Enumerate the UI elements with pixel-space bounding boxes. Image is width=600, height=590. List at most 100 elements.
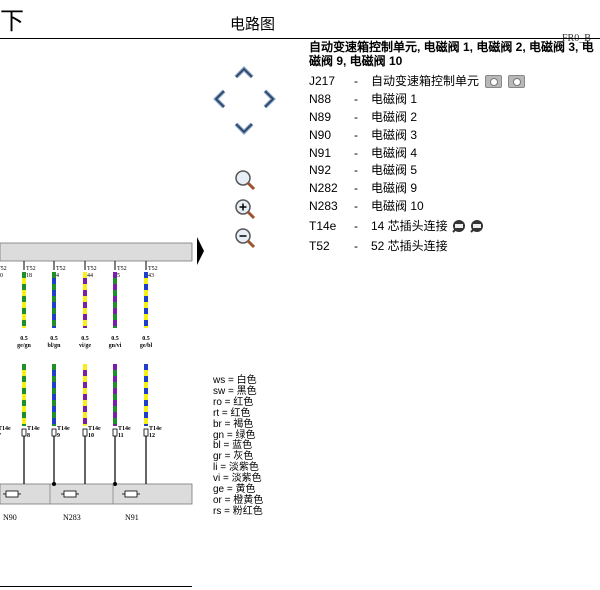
wire-size: 0.5 <box>142 336 150 342</box>
connector-pin: 8 <box>27 433 30 439</box>
connector-label: T14e7 <box>0 426 11 440</box>
wire-color-code: i <box>0 343 7 350</box>
component-description-text: 电磁阀 3 <box>371 127 418 142</box>
wire-spec-label: 0.5i <box>0 336 7 350</box>
next-page-arrow-icon[interactable] <box>197 237 205 265</box>
component-row: J217-自动变速箱控制单元 <box>309 73 600 91</box>
solenoid-bar <box>0 483 193 505</box>
component-description: 电磁阀 10 <box>371 198 424 215</box>
pin-number: 30 <box>0 273 3 279</box>
connector-box <box>21 428 27 437</box>
pin-number: 18 <box>26 273 32 279</box>
pin-connector-name: T52 <box>87 266 97 272</box>
pin-top-label: T5230 <box>0 266 7 280</box>
camera-icon[interactable] <box>485 75 503 89</box>
component-description: 电磁阀 3 <box>371 127 417 144</box>
legend-entry: ws = 白色 <box>213 375 257 386</box>
component-description-text: 电磁阀 5 <box>371 163 418 178</box>
schematic-bottom-divider <box>0 586 192 587</box>
legend-entry: li = 淡紫色 <box>213 462 259 474</box>
connector-name: T14e <box>0 426 11 432</box>
wire-color-code: ge/gn <box>17 343 31 349</box>
plug-icon[interactable] <box>451 219 466 234</box>
connector-box <box>143 428 149 437</box>
component-dash: - <box>354 218 358 233</box>
component-row: N89 -电磁阀 2 <box>309 109 600 127</box>
wire-size: 0.5 <box>0 336 7 343</box>
component-row: T14e -14 芯插头连接 <box>309 215 600 237</box>
zoom-out-icon[interactable] <box>233 226 257 250</box>
legend-entry: br = 褐色 <box>213 418 254 430</box>
component-code: N89 <box>309 109 332 124</box>
page-title-fragment: 下 <box>0 8 24 35</box>
component-description-text: 电磁阀 4 <box>371 145 418 160</box>
component-code: T14e <box>309 218 337 233</box>
connector-name: T14e <box>88 426 101 432</box>
connector-pin: 11 <box>118 433 124 439</box>
component-description: 电磁阀 4 <box>371 145 417 162</box>
pan-down-icon[interactable] <box>232 115 256 139</box>
pin-connector-name: T52 <box>0 266 7 272</box>
zoom-in-icon[interactable] <box>233 197 257 221</box>
component-row: N88-电磁阀 1 <box>309 91 600 109</box>
component-description: 电磁阀 1 <box>371 91 417 108</box>
pin-number: 4 <box>56 273 59 279</box>
component-description: 52 芯插头连接 <box>371 238 448 255</box>
component-dash: - <box>354 145 358 160</box>
pin-number: 44 <box>87 273 93 279</box>
pan-up-icon[interactable] <box>232 62 256 86</box>
pin-number: 43 <box>148 273 154 279</box>
component-dash: - <box>354 109 358 124</box>
page-title: 电路图 <box>230 16 276 33</box>
component-description-text: 电磁阀 2 <box>371 109 418 124</box>
magnifier-icon[interactable] <box>233 168 257 192</box>
pin-connector-name: T52 <box>117 266 127 272</box>
pan-right-icon[interactable] <box>256 87 280 111</box>
junction-dot <box>113 482 117 486</box>
wire-size: 0.5 <box>111 336 119 342</box>
solenoid-coil-symbol <box>63 490 77 498</box>
component-description: 电磁阀 9 <box>371 180 417 197</box>
legend-entry: vi = 淡紫色 <box>213 473 262 485</box>
component-dash: - <box>354 74 358 89</box>
connector-pin: 9 <box>57 433 60 439</box>
component-row: N92-电磁阀 5 <box>309 162 600 180</box>
legend-entry: gn = 绿色 <box>213 429 256 441</box>
wire-size: 0.5 <box>81 336 89 342</box>
plug-icon[interactable] <box>469 219 484 234</box>
pan-left-icon[interactable] <box>209 87 233 111</box>
wire-color-code: vi/ge <box>79 343 91 349</box>
component-description: 自动变速箱控制单元 <box>371 73 526 90</box>
connector-pin: 12 <box>149 433 155 439</box>
wire-size: 0.5 <box>50 336 58 342</box>
wire-color-code: gn/vi <box>108 343 122 349</box>
legend-entry: sw = 黑色 <box>213 385 257 397</box>
junction-dot <box>52 482 56 486</box>
component-description-text: 电磁阀 1 <box>371 92 418 107</box>
component-code: N92 <box>309 163 332 178</box>
pin-number: 5 <box>117 273 120 279</box>
legend-entry: rt = 红色 <box>213 407 251 419</box>
solenoid-coil-symbol <box>5 490 19 498</box>
component-description-text: 电磁阀 10 <box>371 198 424 213</box>
legend-entry: ge = 黄色 <box>213 484 256 496</box>
component-row: N282-电磁阀 9 <box>309 180 600 198</box>
component-label: N283 <box>63 513 81 522</box>
camera-icon[interactable] <box>508 75 526 89</box>
component-code: N282 <box>309 181 338 196</box>
component-description: 电磁阀 2 <box>371 109 417 126</box>
component-description-text: 14 芯插头连接 <box>371 218 448 233</box>
component-dash: - <box>354 198 358 213</box>
component-row: T52-52 芯插头连接 <box>309 237 600 255</box>
component-description-text: 52 芯插头连接 <box>371 238 448 253</box>
wire-color-code: ge/bl <box>139 343 153 349</box>
